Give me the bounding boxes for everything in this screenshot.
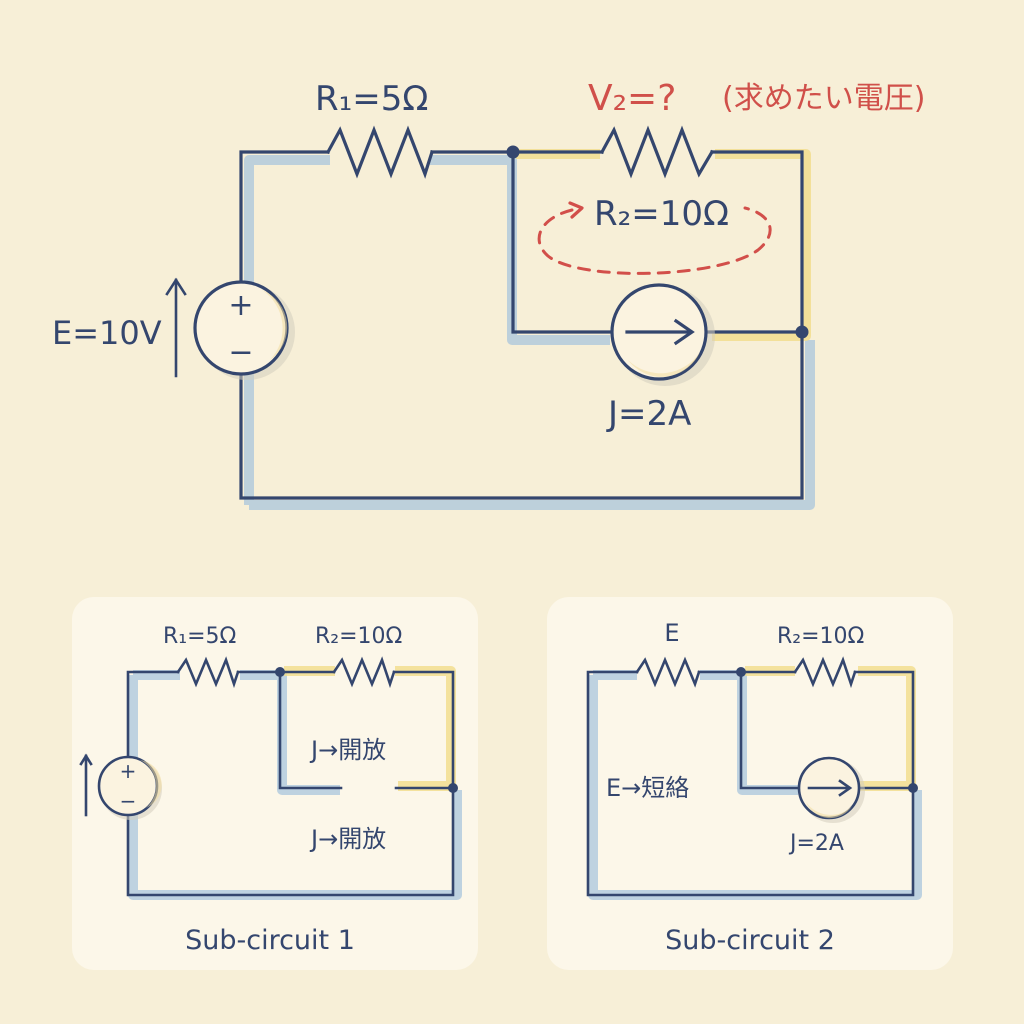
sub2-resistor-r2: [793, 656, 857, 689]
sub1-note-upper: J→開放: [309, 736, 386, 764]
sub1-note-lower: J→開放: [309, 825, 386, 853]
arrow-right-icon: [625, 318, 695, 346]
main-glow-r2: [516, 149, 811, 341]
sub1-voltage-source: + −: [97, 755, 162, 820]
sub2-wire-r2-right: [853, 670, 915, 790]
sub1-minus-sign: −: [120, 789, 137, 813]
arrow-up-icon: [79, 753, 93, 817]
sub2-label-j: J=2A: [788, 831, 844, 856]
label-r2: R₂=10Ω: [594, 194, 729, 234]
current-source-j: [610, 283, 715, 386]
sub1-label-r1: R₁=5Ω: [163, 624, 236, 649]
junction-node-top: [506, 145, 520, 159]
junction-node-right: [795, 325, 809, 339]
sub1-wire-left-top: [126, 670, 180, 760]
card-background: [547, 597, 953, 970]
label-j-source: J=2A: [606, 394, 691, 434]
e-minus-sign: −: [228, 335, 253, 370]
sub2-label-e: E: [664, 619, 679, 647]
label-v2-note: (求めたい電圧): [722, 81, 925, 116]
sub1-resistor-r2: [332, 656, 396, 689]
label-e-source: E=10V: [52, 314, 162, 352]
arrow-up-icon: [165, 277, 187, 378]
sub1-resistor-r1: [176, 656, 240, 689]
sub2-title: Sub-circuit 2: [665, 925, 835, 956]
main-wire-r2-right: [706, 150, 804, 334]
sub1-title: Sub-circuit 1: [185, 925, 355, 956]
sub2-resistor-e: [635, 656, 701, 688]
sub-circuit-1-card: + − R₁=5Ω R₂=10Ω J→開放 J→開放 Sub-circuit 1: [72, 597, 478, 970]
v2-indicator-loop: [537, 201, 772, 275]
e-plus-sign: +: [228, 288, 253, 323]
sub1-wire-node-down: [278, 670, 343, 790]
sub2-junction-top: [736, 667, 746, 677]
sub2-label-r2: R₂=10Ω: [777, 624, 864, 649]
sub2-wire-node-down: [739, 670, 802, 790]
sub2-wire-left-loop: [586, 670, 915, 897]
sub1-junction-top: [275, 667, 285, 677]
main-wire-node-down: [511, 150, 612, 334]
sub-circuit-2-card: E R₂=10Ω E→短絡 J=2A Sub-circuit 2: [547, 597, 953, 970]
arrow-right-icon: [807, 779, 853, 797]
sub2-current-source: [797, 756, 865, 823]
sub1-wire-left-bottom: [126, 786, 455, 897]
resistor-r2: [599, 125, 715, 179]
voltage-source-e: + −: [193, 280, 295, 380]
sub1-plus-sign: +: [120, 759, 137, 783]
sub2-note: E→短絡: [606, 774, 689, 802]
sub2-junction-right: [908, 783, 918, 793]
main-wire-left-bottom: [239, 330, 804, 500]
sub1-label-r2: R₂=10Ω: [315, 624, 402, 649]
card-background: [72, 597, 478, 970]
label-v2: V₂=?: [588, 78, 676, 119]
resistor-r1: [325, 125, 435, 179]
sub1-junction-right: [448, 783, 458, 793]
label-r1: R₁=5Ω: [315, 79, 428, 119]
main-circuit: + − R₁=5Ω V₂=? (求めたい電圧) R₂=10Ω E=10: [52, 78, 925, 510]
main-wire-left: [239, 150, 330, 284]
sub1-wire-r2-right: [392, 670, 455, 790]
